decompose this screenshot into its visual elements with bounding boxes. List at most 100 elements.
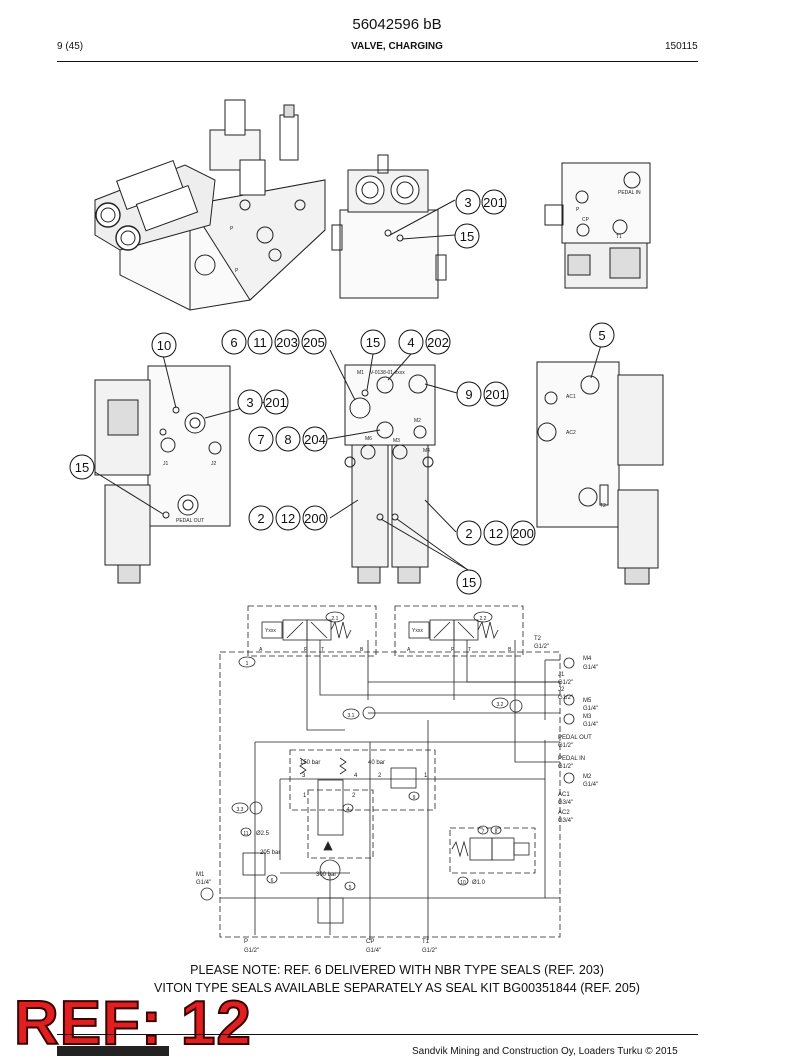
port-num-2b: 2 (352, 793, 356, 799)
callout-205: 205 (303, 335, 325, 350)
label-part-code: V-0138-01-xxxx (370, 370, 405, 376)
sch-j2-size: G1/2" (558, 695, 573, 701)
footer-copyright: Sandvik Mining and Construction Oy, Load… (412, 1046, 678, 1057)
label-m1: M1 (357, 370, 364, 376)
tag-2-1: 2.1 (332, 616, 339, 622)
callout-group-top-middle: 3 201 15 (454, 189, 507, 249)
sch-m1: M1 (196, 872, 205, 878)
label-j2: J2 (211, 461, 217, 467)
callout-6: 6 (230, 335, 237, 350)
note-line-2: VITON TYPE SEALS AVAILABLE SEPARATELY AS… (154, 981, 640, 995)
callout-202: 202 (427, 335, 449, 350)
note-line-1: PLEASE NOTE: REF. 6 DELIVERED WITH NBR T… (190, 963, 604, 977)
sch-m3-size: G1/4" (583, 722, 598, 728)
label-pedal-out: PEDAL OUT (176, 518, 204, 524)
front-valve-view (331, 154, 456, 299)
orifice-1-0: Ø1.0 (472, 880, 486, 886)
sch-ac2: AC2 (558, 810, 570, 816)
label-m6: M6 (365, 436, 372, 442)
callout-group-mid-left: 10 3 201 15 (69, 332, 289, 480)
sch-j1: J1 (558, 672, 565, 678)
callout-200: 200 (304, 511, 326, 526)
footer-divider (57, 1034, 698, 1035)
sch-pedal-in-size: G1/2" (558, 764, 573, 770)
sch-t1: T1 (422, 939, 430, 945)
callout-12: 12 (489, 526, 503, 541)
sch-m3: M3 (583, 714, 592, 720)
callout-15: 15 (462, 575, 476, 590)
port-num-3: 3 (302, 773, 306, 779)
sch-ac1-size: G3/4" (558, 800, 573, 806)
sch-pedal-out-size: G1/2" (558, 743, 573, 749)
port-a-1: A (259, 647, 263, 653)
sch-j2: J2 (558, 687, 565, 693)
port-b-2: B (508, 647, 512, 653)
yxxx-1: Yxxx (265, 628, 276, 634)
callout-201: 201 (265, 395, 287, 410)
tag-3-2: 3.2 (497, 702, 504, 708)
sch-m5: M5 (583, 698, 592, 704)
port-p-1: P (304, 647, 308, 653)
callout-201: 201 (483, 195, 505, 210)
tag-9: 9 (413, 795, 416, 801)
label-m4: M4 (423, 448, 430, 454)
tag-5: 5 (349, 885, 352, 891)
callout-200: 200 (512, 526, 534, 541)
tag-3-1: 3.1 (348, 713, 355, 719)
sch-m4: M4 (583, 656, 592, 662)
callout-7: 7 (257, 432, 264, 447)
tag-2-2: 2.2 (480, 616, 487, 622)
sch-ac1: AC1 (558, 792, 570, 798)
callout-201: 201 (485, 387, 507, 402)
label-m2: M2 (414, 418, 421, 424)
callout-3: 3 (246, 395, 253, 410)
svg-text:P: P (235, 268, 239, 274)
sch-p: P (244, 939, 248, 945)
sch-ac2-size: G3/4" (558, 818, 573, 824)
port-p-2: P (451, 647, 455, 653)
callout-12: 12 (281, 511, 295, 526)
port-b-1: B (360, 647, 364, 653)
sch-t2: T2 (534, 636, 542, 642)
yxxx-2: Yxxx (412, 628, 423, 634)
label-j1: J1 (163, 461, 169, 467)
port-t-2: T (468, 647, 471, 653)
label-ac1: AC1 (566, 394, 576, 400)
sch-t1-size: G1/2" (422, 948, 437, 954)
sch-m1-size: G1/4" (196, 880, 211, 886)
label-cp-top: CP (582, 217, 590, 223)
callout-15: 15 (366, 335, 380, 350)
tag-7: 7 (482, 829, 485, 835)
port-t-1: T (321, 647, 324, 653)
hydraulic-schematic: Yxxx Yxxx 2.1 2.2 1 A P T B A P T B (196, 605, 598, 954)
tag-11: 11 (243, 831, 248, 837)
sch-m4-size: G1/4" (583, 665, 598, 671)
label-m3: M3 (393, 438, 400, 444)
pressure-40-bar: 40 bar (368, 760, 385, 766)
sch-m2: M2 (583, 774, 592, 780)
port-num-4: 4 (354, 773, 358, 779)
callout-10: 10 (157, 338, 171, 353)
page-indicator: 9 (45) (57, 41, 84, 52)
callout-204: 204 (304, 432, 326, 447)
label-ac2: AC2 (566, 430, 576, 436)
callout-5: 5 (598, 328, 605, 343)
sch-m2-size: G1/4" (583, 782, 598, 788)
sch-j1-size: G1/2" (558, 680, 573, 686)
callout-11: 11 (253, 335, 267, 350)
right-block-view: AC1 AC2 T2 (536, 344, 664, 585)
sch-t2-size: G1/2" (534, 644, 549, 650)
callout-8: 8 (284, 432, 291, 447)
side-valve-view: PEDAL IN P CP T1 (544, 162, 651, 289)
label-t2: T2 (600, 503, 606, 509)
callout-3: 3 (464, 195, 471, 210)
section-title: VALVE, CHARGING (351, 41, 443, 52)
label-pedal-in-top: PEDAL IN (618, 190, 641, 196)
sch-cp-size: G1/4" (366, 948, 381, 954)
callout-group-mid-center: 6 11 203 205 15 4 202 9 201 7 8 204 2 12… (221, 329, 536, 595)
port-num-1b: 1 (303, 793, 307, 799)
callout-balloons: 3 201 15 10 3 201 15 6 11 203 205 15 4 2… (69, 189, 615, 595)
tag-1: 1 (246, 661, 249, 667)
isometric-valve-view: P P (94, 99, 326, 311)
